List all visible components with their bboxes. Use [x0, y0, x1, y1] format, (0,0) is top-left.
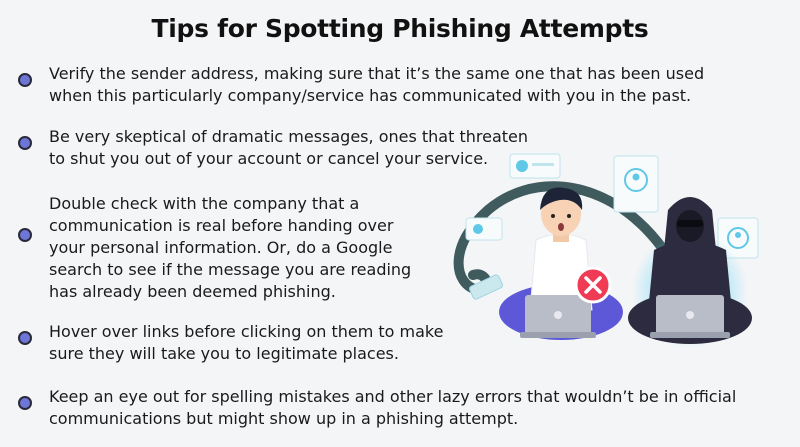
- page-title: Tips for Spotting Phishing Attempts: [151, 14, 649, 43]
- bullet-icon: [18, 73, 32, 87]
- tip-item: Hover over links before clicking on them…: [18, 321, 478, 365]
- tip-text: Verify the sender address, making sure t…: [49, 64, 705, 105]
- tip-item: Keep an eye out for spelling mistakes an…: [18, 386, 738, 430]
- user-profile-icon: [509, 153, 561, 179]
- bullet-icon: [18, 228, 32, 242]
- tip-text: Keep an eye out for spelling mistakes an…: [49, 387, 737, 428]
- bullet-icon: [18, 136, 32, 150]
- tip-item: Verify the sender address, making sure t…: [18, 63, 738, 107]
- user-profile-icon: [613, 155, 659, 213]
- tip-item: Double check with the company that a com…: [18, 193, 418, 303]
- worried-user-illustration: [499, 187, 623, 340]
- tip-text: Double check with the company that a com…: [49, 194, 412, 301]
- tip-item: Be very skeptical of dramatic messages, …: [18, 126, 538, 170]
- close-x-icon: [574, 266, 612, 304]
- user-profile-icon: [465, 217, 503, 241]
- tip-text: Hover over links before clicking on them…: [49, 322, 444, 363]
- bullet-icon: [18, 396, 32, 410]
- bullet-icon: [18, 331, 32, 345]
- hooded-hacker-illustration: [628, 197, 752, 348]
- tip-text: Be very skeptical of dramatic messages, …: [49, 127, 529, 168]
- phishing-illustration: [453, 153, 759, 348]
